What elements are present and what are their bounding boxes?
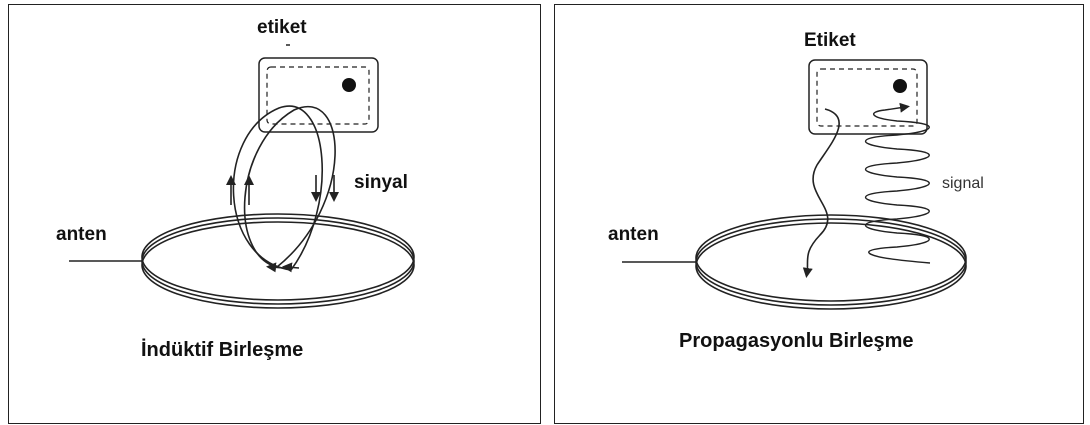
tag-chip	[342, 78, 356, 92]
tag-chip	[893, 79, 907, 93]
signal-label: signal	[942, 175, 984, 192]
magnetic-field-loops	[226, 105, 339, 273]
propagation-coupling-diagram: Etiket anten signal Propagasyonlu Birleş…	[608, 30, 984, 352]
antenna-label: anten	[56, 224, 107, 245]
antenna-coil	[622, 214, 967, 310]
antenna-label: anten	[608, 224, 659, 245]
backscatter-signal-wave	[864, 102, 931, 264]
propagation-wave-arrow	[802, 108, 840, 278]
inductive-coupling-diagram: etiket anten sinyal İndüktif	[56, 17, 415, 361]
rfid-tag	[808, 59, 928, 135]
diagram-caption: Propagasyonlu Birleşme	[679, 330, 914, 352]
rfid-tag	[258, 57, 379, 133]
signal-label: sinyal	[354, 172, 408, 193]
tag-label: etiket	[257, 17, 307, 38]
inductive-coupling-panel: etiket anten sinyal İndüktif	[8, 4, 541, 424]
diagram-caption: İndüktif Birleşme	[141, 338, 303, 361]
propagation-coupling-panel: Etiket anten signal Propagasyonlu Birleş…	[554, 4, 1084, 424]
antenna-coil	[69, 213, 415, 309]
tag-label: Etiket	[804, 30, 856, 51]
